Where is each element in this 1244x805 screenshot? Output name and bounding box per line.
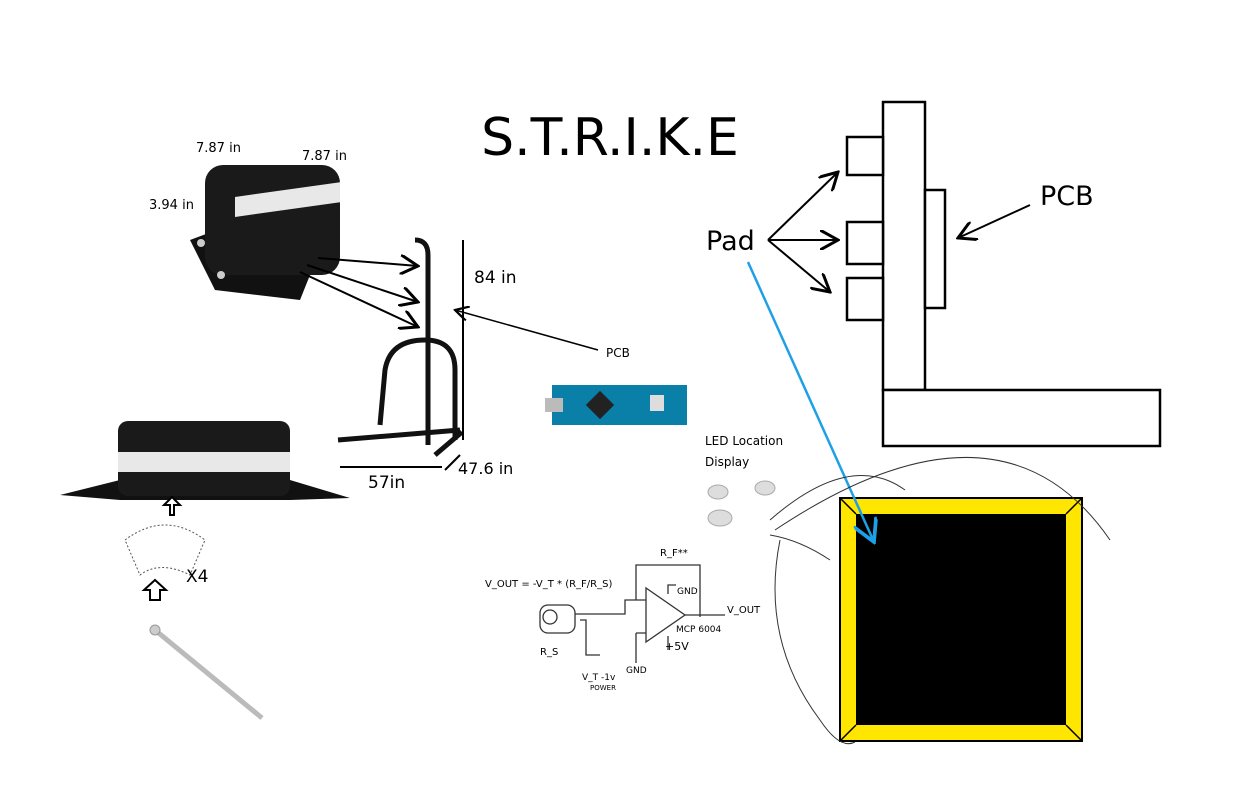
pad-image xyxy=(190,165,340,300)
stand-height-label: 84 in xyxy=(474,268,517,288)
gnd-top-label: GND xyxy=(677,587,698,597)
side-view-drawing xyxy=(845,100,1162,448)
pad-to-display-arrow xyxy=(746,261,874,542)
gnd-bottom-label: GND xyxy=(626,666,647,676)
vout-label: V_OUT xyxy=(727,605,761,616)
sketch-curves xyxy=(769,456,1111,745)
sensor-outline xyxy=(124,524,206,576)
pad-box xyxy=(845,135,885,177)
pad-label: Pad xyxy=(706,226,755,257)
round-pad-image xyxy=(60,421,350,500)
circuit-schematic xyxy=(539,564,725,663)
pcb-label-small: PCB xyxy=(606,346,630,360)
pcb-label: PCB xyxy=(1040,181,1094,212)
pad-arrows xyxy=(767,172,1031,292)
vt-label: V_T -1v xyxy=(582,673,616,683)
power-label: POWER xyxy=(590,684,616,692)
multiplier-label: X4 xyxy=(186,567,208,587)
led-label-line1: LED Location xyxy=(705,434,783,448)
stand-width-label: 57in xyxy=(368,473,405,493)
mount-base xyxy=(881,388,1162,448)
rs-label: R_S xyxy=(540,647,558,658)
chip-label: MCP 6004 xyxy=(676,625,722,635)
stand-image xyxy=(337,237,464,457)
mount-arrows xyxy=(299,258,418,327)
supply-label: +5V xyxy=(665,640,689,653)
rf-label: R_F** xyxy=(660,548,688,559)
stand-depth-label: 47.6 in xyxy=(458,459,513,478)
led-image xyxy=(707,480,776,527)
pcb-box xyxy=(923,188,947,310)
pad-height-label: 3.94 in xyxy=(149,198,194,213)
mount-post xyxy=(881,100,927,392)
pad-box xyxy=(845,276,885,322)
diagram-title: S.T.R.I.K.E xyxy=(481,108,739,168)
pad-depth-label: 7.87 in xyxy=(302,149,347,164)
led-label-line2: Display xyxy=(705,455,749,469)
up-arrow-icon xyxy=(161,495,183,516)
arduino-board-image xyxy=(545,385,687,425)
circuit-formula: V_OUT = -V_T * (R_F/R_S) xyxy=(485,579,612,590)
up-arrow-icon xyxy=(141,578,169,601)
led-display xyxy=(839,497,1083,742)
pad-width-label: 7.87 in xyxy=(196,141,241,156)
force-sensor-strip xyxy=(153,628,264,720)
pad-box xyxy=(845,220,885,266)
